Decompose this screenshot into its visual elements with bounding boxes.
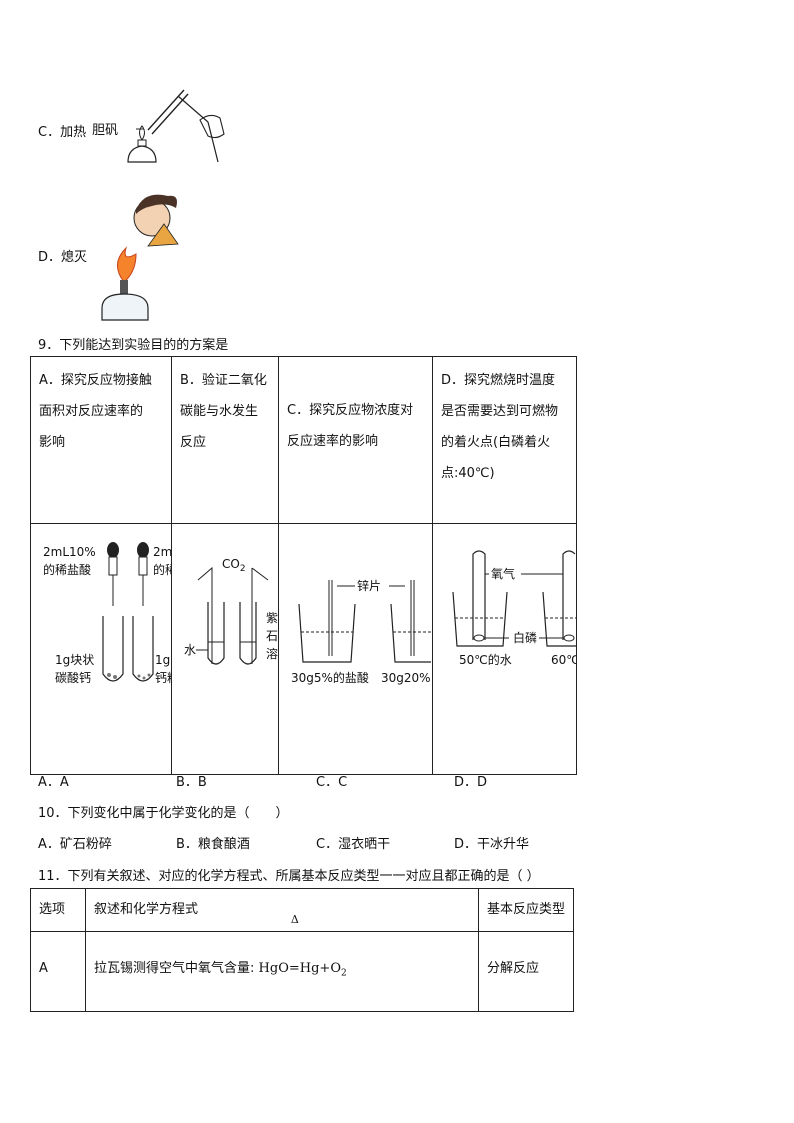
svg-text:白磷: 白磷	[513, 630, 537, 645]
q9-cell-c: C．探究反应物浓度对 反应速率的影响	[278, 356, 433, 524]
q10-option-b[interactable]: B．粮食酿酒	[176, 837, 250, 852]
cell-text-line: 是否需要达到可燃物	[441, 404, 559, 419]
cell-text-line: 的着火点(白磷着火	[441, 435, 551, 450]
svg-text:的稀盐酸: 的稀盐酸	[43, 562, 91, 577]
svg-text:水: 水	[184, 643, 196, 657]
svg-text:50℃的水: 50℃的水	[459, 652, 512, 667]
svg-text:60℃: 60℃	[551, 653, 576, 667]
description-text: 拉瓦锡测得空气中氧气含量:	[94, 961, 255, 976]
q11-header-option: 选项	[30, 888, 86, 932]
q11-header-type: 基本反应类型	[478, 888, 574, 932]
q11-header-description: 叙述和化学方程式	[85, 888, 479, 932]
svg-text:30g5%的盐酸: 30g5%的盐酸	[291, 670, 369, 685]
question-10-title: 10．下列变化中属于化学变化的是（ ）	[38, 806, 289, 821]
question-11-title: 11．下列有关叙述、对应的化学方程式、所属基本反应类型一一对应且都正确的是（ ）	[38, 869, 540, 884]
cell-text-line: 反应速率的影响	[287, 434, 379, 449]
q9-option-c[interactable]: C．C	[316, 775, 348, 790]
q9-cell-a: A．探究反应物接触 面积对反应速率的 影响	[30, 356, 172, 524]
cell-text-line: C．探究反应物浓度对	[287, 403, 414, 418]
svg-text:的稀: 的稀	[153, 562, 171, 577]
q10-option-c[interactable]: C．湿衣晒干	[316, 837, 391, 852]
q9-diagram-b: CO2 水 紫 石 溶	[171, 523, 279, 775]
question-9-title: 9．下列能达到实验目的的方案是	[38, 338, 229, 353]
svg-text:紫: 紫	[266, 611, 278, 625]
q9-option-b[interactable]: B．B	[176, 775, 207, 790]
q9-diagram-c: 锌片 30g5%的盐酸 30g20%	[278, 523, 433, 775]
cell-text-line: D．探究燃烧时温度	[441, 373, 556, 388]
option-c-label: C．加热	[38, 125, 87, 140]
diagram-a-svg: 2mL10% 的稀盐酸 2m 的稀 1g块状 碳酸钙 1g 钙粉	[43, 542, 171, 685]
svg-text:锌片: 锌片	[357, 579, 381, 593]
svg-text:溶: 溶	[266, 646, 278, 661]
svg-text:30g20%: 30g20%	[381, 671, 431, 685]
q9-diagram-d: 氧气 白磷 50℃的水 60℃	[432, 523, 577, 775]
svg-text:1g块状: 1g块状	[55, 653, 94, 667]
row-option: A	[30, 931, 86, 1012]
cell-text-line: A．探究反应物接触	[39, 373, 152, 388]
q9-option-d[interactable]: D．D	[454, 775, 488, 790]
q10-option-a[interactable]: A．矿石粉碎	[38, 837, 112, 852]
row-type: 分解反应	[478, 931, 574, 1012]
svg-text:CO2: CO2	[222, 557, 246, 574]
diagram-d-svg: 氧气 白磷 50℃的水 60℃	[452, 550, 576, 667]
question-9-table: A．探究反应物接触 面积对反应速率的 影响 B．验证二氧化 碳能与水发生 反应 …	[30, 356, 577, 775]
cell-text-line: 反应	[180, 435, 207, 450]
svg-text:1g: 1g	[155, 653, 170, 667]
cell-text-line: 碳能与水发生	[180, 404, 259, 419]
q9-diagram-a: 2mL10% 的稀盐酸 2m 的稀 1g块状 碳酸钙 1g 钙粉	[30, 523, 172, 775]
diagram-c-svg: 锌片 30g5%的盐酸 30g20%	[291, 579, 432, 685]
svg-text:氧气: 氧气	[491, 566, 515, 581]
q9-cell-b: B．验证二氧化 碳能与水发生 反应	[171, 356, 279, 524]
heating-tube-illustration: 胆矾	[92, 89, 225, 163]
option-d-label: D．熄灭	[38, 250, 88, 265]
q10-option-d[interactable]: D．干冰升华	[454, 837, 530, 852]
q9-option-a[interactable]: A．A	[38, 775, 69, 790]
cell-text-line: 面积对反应速率的	[39, 404, 144, 419]
diagram-b-svg: CO2 水 紫 石 溶	[184, 557, 278, 665]
svg-text:2mL10%: 2mL10%	[43, 545, 96, 559]
q9-cell-d: D．探究燃烧时温度 是否需要达到可燃物 的着火点(白磷着火 点:40℃)	[432, 356, 577, 524]
cell-text-line: B．验证二氧化	[180, 373, 267, 388]
cell-text-line: 点:40℃)	[441, 466, 495, 481]
svg-text:钙粉: 钙粉	[155, 671, 171, 685]
svg-text:2m: 2m	[153, 545, 171, 559]
blow-out-lamp-illustration	[101, 194, 179, 321]
svg-text:石: 石	[266, 629, 278, 643]
svg-text:碳酸钙: 碳酸钙	[55, 670, 91, 685]
cell-text-line: 影响	[39, 435, 66, 450]
substance-label: 胆矾	[92, 123, 118, 138]
